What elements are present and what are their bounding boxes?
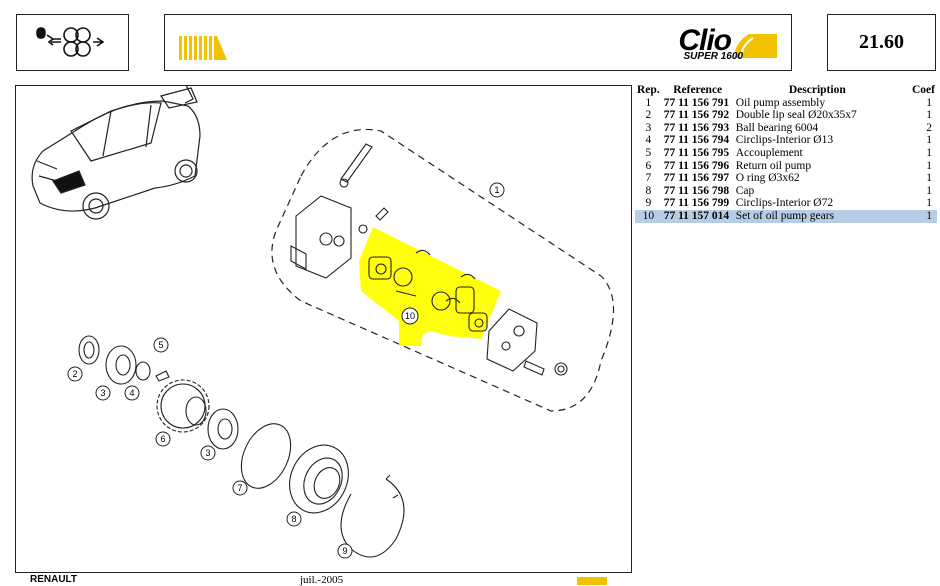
callout-label: 10 (405, 311, 415, 321)
callout-label: 8 (291, 514, 296, 524)
table-row[interactable]: 7 77 11 156 797 O ring Ø3x62 1 (635, 172, 937, 185)
cell-reference: 77 11 156 793 (663, 121, 730, 134)
title-banner: Clio SUPER 1600 (164, 14, 792, 71)
footer-date: juil.-2005 (300, 574, 344, 586)
cell-reference: 77 11 156 797 (663, 172, 730, 185)
callout-7: 7 (232, 480, 248, 496)
cell-coef: 1 (926, 146, 932, 159)
col-header-description: Description (788, 84, 846, 96)
callout-4: 4 (124, 385, 140, 401)
table-row[interactable]: 8 77 11 156 798 Cap 1 (635, 185, 937, 198)
oil-pump-icon (36, 27, 105, 57)
exploded-diagram: 1 2 3 4 5 6 3 (15, 85, 632, 573)
cell-rep: 8 (645, 184, 652, 197)
parts-table: Rep. Reference Description Coef 1 77 11 1… (635, 84, 937, 223)
cell-rep: 10 (635, 209, 662, 223)
table-row[interactable]: 6 77 11 156 796 Return oil pump 1 (635, 160, 937, 173)
cell-reference: 77 11 156 791 (663, 96, 730, 109)
yellow-stripes-logo (179, 36, 227, 60)
footer-maker: RENAULT (30, 574, 78, 585)
col-header-rep: Rep. (637, 84, 660, 96)
table-row[interactable]: 9 77 11 156 799 Circlips-Interior Ø72 1 (635, 197, 937, 210)
table-row[interactable]: 5 77 11 156 795 Accouplement 1 (635, 147, 937, 160)
cell-rep: 2 (645, 109, 652, 122)
cell-description: Return oil pump (735, 159, 812, 172)
brand-badge-icon (734, 34, 777, 59)
exploded-parts-drawing: 1 2 3 4 5 6 3 (31, 86, 615, 559)
page-number-text: 21.60 (859, 31, 904, 53)
cell-reference: 77 11 157 014 (661, 209, 734, 223)
section-icon-box (16, 14, 129, 71)
callout-label: 3 (100, 388, 105, 398)
cell-coef: 2 (926, 121, 932, 134)
cell-reference: 77 11 156 792 (663, 109, 730, 122)
cell-rep: 3 (645, 121, 652, 134)
callout-label: 3 (205, 448, 210, 458)
callout-label: 1 (494, 185, 499, 195)
col-header-reference: Reference (673, 84, 723, 96)
callout-label: 7 (237, 483, 242, 493)
cell-coef: 1 (926, 109, 932, 122)
page-number: 21.60 (827, 14, 936, 71)
oil-pump-assembly-outline (271, 128, 615, 412)
table-row[interactable]: 3 77 11 156 793 Ball bearing 6004 2 (635, 122, 937, 135)
cell-rep: 9 (645, 197, 652, 210)
callout-label: 9 (342, 546, 347, 556)
cell-coef: 1 (900, 209, 937, 223)
cell-description: Circlips-Interior Ø72 (735, 197, 834, 210)
callout-label: 4 (129, 388, 134, 398)
table-row[interactable]: 4 77 11 156 794 Circlips-Interior Ø13 1 (635, 134, 937, 147)
cell-reference: 77 11 156 796 (663, 159, 730, 172)
cell-rep: 5 (645, 146, 652, 159)
brand-name: Clio (678, 24, 732, 57)
callout-3a: 3 (95, 385, 111, 401)
car-illustration (31, 86, 201, 220)
cell-coef: 1 (926, 96, 932, 109)
cell-description: Double lip seal Ø20x35x7 (735, 109, 857, 122)
cell-description: O ring Ø3x62 (735, 172, 800, 185)
cell-description: Oil pump assembly (735, 96, 826, 109)
callout-10: 10 (401, 307, 419, 325)
col-header-coef: Coef (912, 84, 935, 96)
callout-label: 5 (158, 340, 163, 350)
cell-rep: 6 (645, 159, 652, 172)
table-row[interactable]: 1 77 11 156 791 Oil pump assembly 1 (635, 97, 937, 110)
cell-reference: 77 11 156 798 (663, 184, 730, 197)
table-header-row: Rep. Reference Description Coef (635, 84, 937, 97)
cell-description: Circlips-Interior Ø13 (735, 134, 834, 147)
table-row[interactable]: 2 77 11 156 792 Double lip seal Ø20x35x7 1 (635, 109, 937, 122)
callout-9: 9 (337, 543, 353, 559)
callout-1: 1 (489, 182, 505, 198)
cell-description: Set of oil pump gears (733, 209, 901, 223)
cell-coef: 1 (926, 134, 932, 147)
footer-logo-icon (577, 577, 607, 585)
cell-description: Ball bearing 6004 (735, 121, 819, 134)
cell-coef: 1 (926, 184, 932, 197)
brand-subtitle: SUPER 1600 (683, 51, 743, 62)
cell-coef: 1 (926, 159, 932, 172)
cell-rep: 4 (645, 134, 652, 147)
callout-label: 2 (72, 369, 77, 379)
callout-label: 6 (160, 434, 165, 444)
cell-rep: 1 (645, 96, 652, 109)
cell-coef: 1 (926, 172, 932, 185)
callout-6: 6 (155, 431, 171, 447)
cell-rep: 7 (645, 172, 652, 185)
set-of-oil-pump-gears-highlight (359, 227, 501, 346)
cell-reference: 77 11 156 799 (663, 197, 730, 210)
callout-3b: 3 (200, 445, 216, 461)
callout-2: 2 (67, 366, 83, 382)
cell-description: Cap (735, 184, 755, 197)
cell-description: Accouplement (735, 146, 803, 159)
callout-5: 5 (153, 337, 169, 353)
cell-reference: 77 11 156 794 (663, 134, 730, 147)
cell-coef: 1 (926, 197, 932, 210)
cell-reference: 77 11 156 795 (663, 146, 730, 159)
callout-8: 8 (286, 511, 302, 527)
